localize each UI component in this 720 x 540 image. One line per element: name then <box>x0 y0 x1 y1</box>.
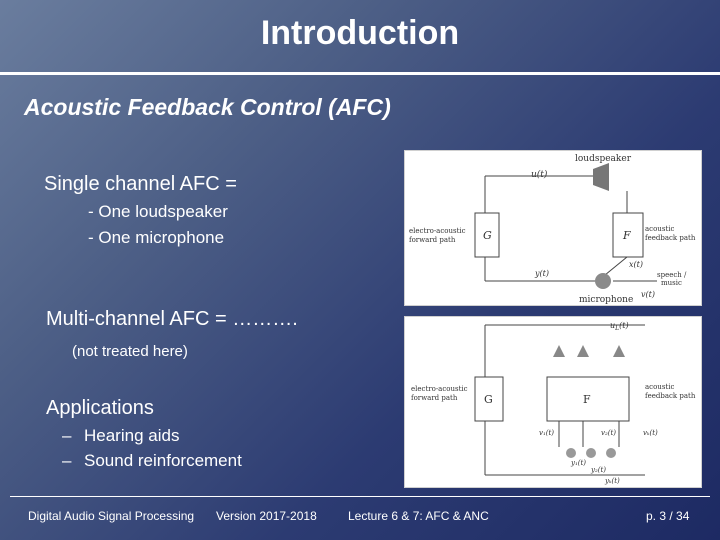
microphone-icon <box>595 273 611 289</box>
slide-title: Introduction <box>260 14 460 52</box>
multi-channel-note: (not treated here) <box>72 343 188 360</box>
x-label: x(t) <box>629 260 643 269</box>
v-label: v₁(t) <box>539 429 554 437</box>
application-item: –Hearing aids <box>62 426 179 446</box>
f-label: F <box>622 229 631 242</box>
multi-channel-diagram: uL(t) G electro-acoustic forward path F … <box>404 316 702 488</box>
g-block <box>474 376 504 422</box>
v-label: v₂(t) <box>601 429 616 437</box>
footer-course: Digital Audio Signal Processing <box>28 509 195 523</box>
u-label: u(t) <box>531 169 548 180</box>
footer-page-number: p. 3 / 34 <box>646 509 690 523</box>
microphone-icon <box>566 448 576 458</box>
single-channel-item: - One microphone <box>88 228 225 247</box>
y-label: y₁(t) <box>570 459 586 467</box>
v-label: vₖ(t) <box>643 429 658 437</box>
f-block <box>612 212 644 258</box>
application-item: –Sound reinforcement <box>62 451 242 471</box>
f-to-mic-line <box>604 256 628 276</box>
multi-channel-heading: Multi-channel AFC = ………. <box>46 308 298 330</box>
single-channel-heading: Single channel AFC = <box>44 173 237 195</box>
forward-path-label: electro-acoustic <box>409 227 466 235</box>
f-label: F <box>583 393 591 406</box>
single-channel-item: - One loudspeaker <box>88 202 228 221</box>
microphone-icon <box>606 448 616 458</box>
g-block <box>474 212 500 258</box>
g-label: G <box>484 393 493 406</box>
dash-bullet: – <box>62 426 72 445</box>
loudspeaker-icon <box>553 345 565 357</box>
y-label: y₂(t) <box>590 466 606 474</box>
application-label: Sound reinforcement <box>84 451 242 470</box>
application-label: Hearing aids <box>84 426 180 445</box>
footer-version: Version 2017-2018 <box>216 509 317 523</box>
single-channel-diagram: loudspeaker u(t) G electro-acoustic forw… <box>404 150 702 306</box>
forward-path-label: electro-acoustic <box>411 385 468 393</box>
feedback-path-label: feedback path <box>645 234 696 242</box>
speech-label: music <box>661 279 682 287</box>
forward-path-label: forward path <box>411 394 458 402</box>
g-label: G <box>483 229 492 242</box>
speech-label: speech / <box>657 271 687 279</box>
applications-heading: Applications <box>46 397 154 419</box>
dash-bullet: – <box>62 451 72 470</box>
y-label: yₖ(t) <box>604 477 620 485</box>
microphone-label: microphone <box>579 295 633 305</box>
loudspeaker-icon <box>613 345 625 357</box>
forward-path-label: forward path <box>409 236 456 244</box>
feedback-path-label: feedback path <box>645 392 696 400</box>
microphone-icon <box>586 448 596 458</box>
slide-subtitle: Acoustic Feedback Control (AFC) <box>24 94 391 120</box>
loudspeaker-label: loudspeaker <box>575 154 632 164</box>
f-block <box>546 376 630 422</box>
feedback-path-label: acoustic <box>645 383 674 391</box>
feedback-path-label: acoustic <box>645 225 674 233</box>
u-top-label: uL(t) <box>610 321 629 332</box>
footer-divider <box>10 496 710 497</box>
footer-lecture: Lecture 6 & 7: AFC & ANC <box>348 509 489 523</box>
loudspeaker-icon <box>593 163 609 191</box>
y-label: y(t) <box>534 269 549 278</box>
title-divider <box>0 72 720 75</box>
loudspeaker-icon <box>577 345 589 357</box>
v-label: v(t) <box>641 290 655 299</box>
